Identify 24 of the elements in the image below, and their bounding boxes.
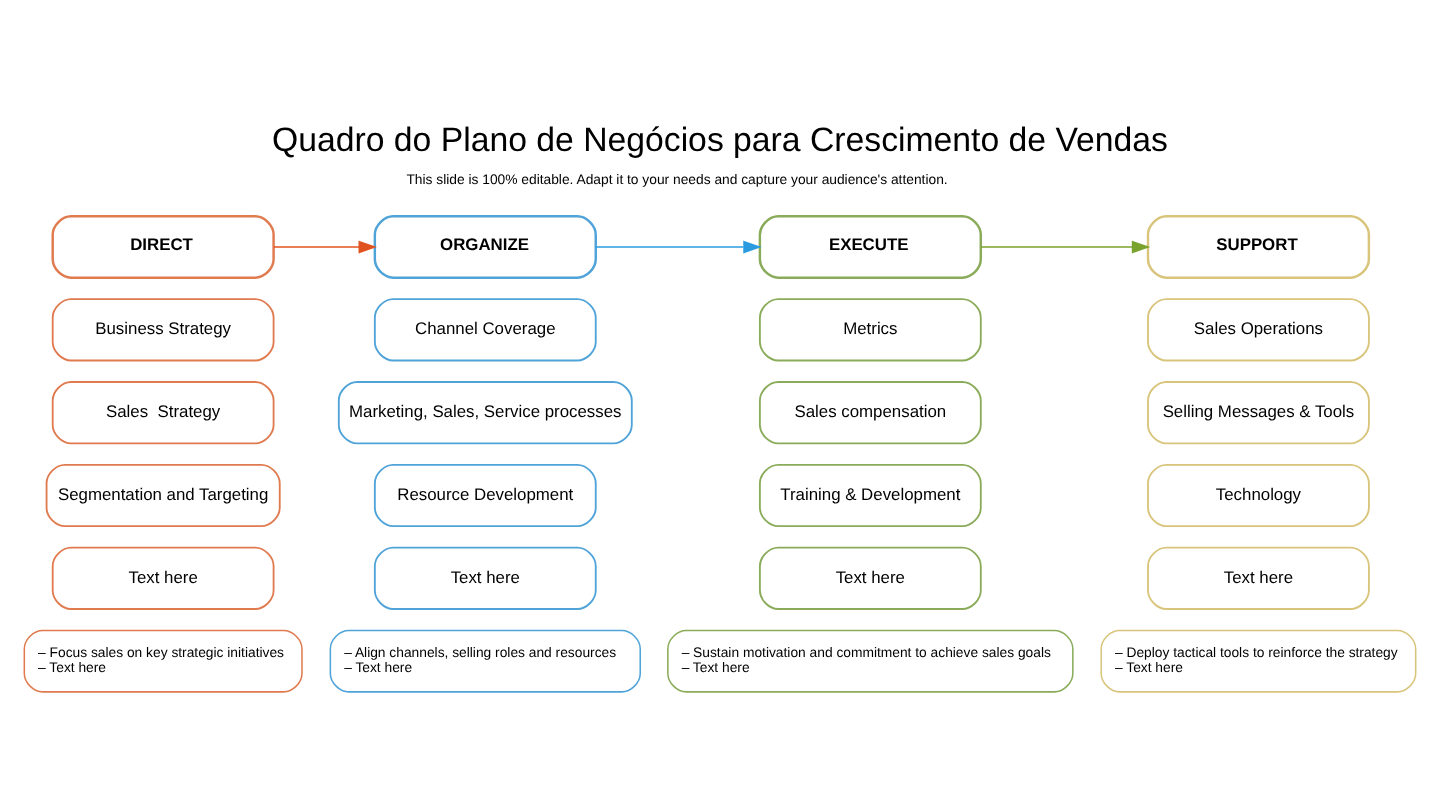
node-box: ORGANIZE (373, 214, 597, 278)
node-box: Marketing, Sales, Service processes (337, 380, 633, 444)
node-box: Channel Coverage (373, 297, 597, 361)
node-box: Technology (1147, 462, 1370, 527)
node-box: Sales compensation (758, 380, 982, 444)
node-box: Sales Strategy (51, 380, 275, 444)
arrow (595, 239, 762, 253)
node-box: DIRECT (51, 214, 275, 278)
node-box: Text here (758, 545, 982, 609)
node-box: Metrics (758, 297, 982, 361)
node-box: Text here (373, 545, 597, 609)
node-box: Training & Development (758, 462, 982, 527)
arrow (273, 239, 377, 253)
node-box: Sales Operations (1147, 297, 1370, 361)
node-box: SUPPORT (1146, 214, 1371, 278)
node-box: Business Strategy (51, 297, 275, 361)
node-box: Text here (51, 545, 275, 609)
node-box: Resource Development (373, 462, 597, 527)
node-box: Selling Messages & Tools (1147, 380, 1370, 444)
node-box: EXECUTE (758, 214, 982, 278)
arrow (980, 239, 1151, 253)
diagram-title: Quadro do Plano de Negócios para Crescimento de Vendas (272, 120, 1168, 159)
node-box: Text here (1147, 545, 1370, 609)
node-box: Segmentation and Targeting (45, 462, 281, 527)
